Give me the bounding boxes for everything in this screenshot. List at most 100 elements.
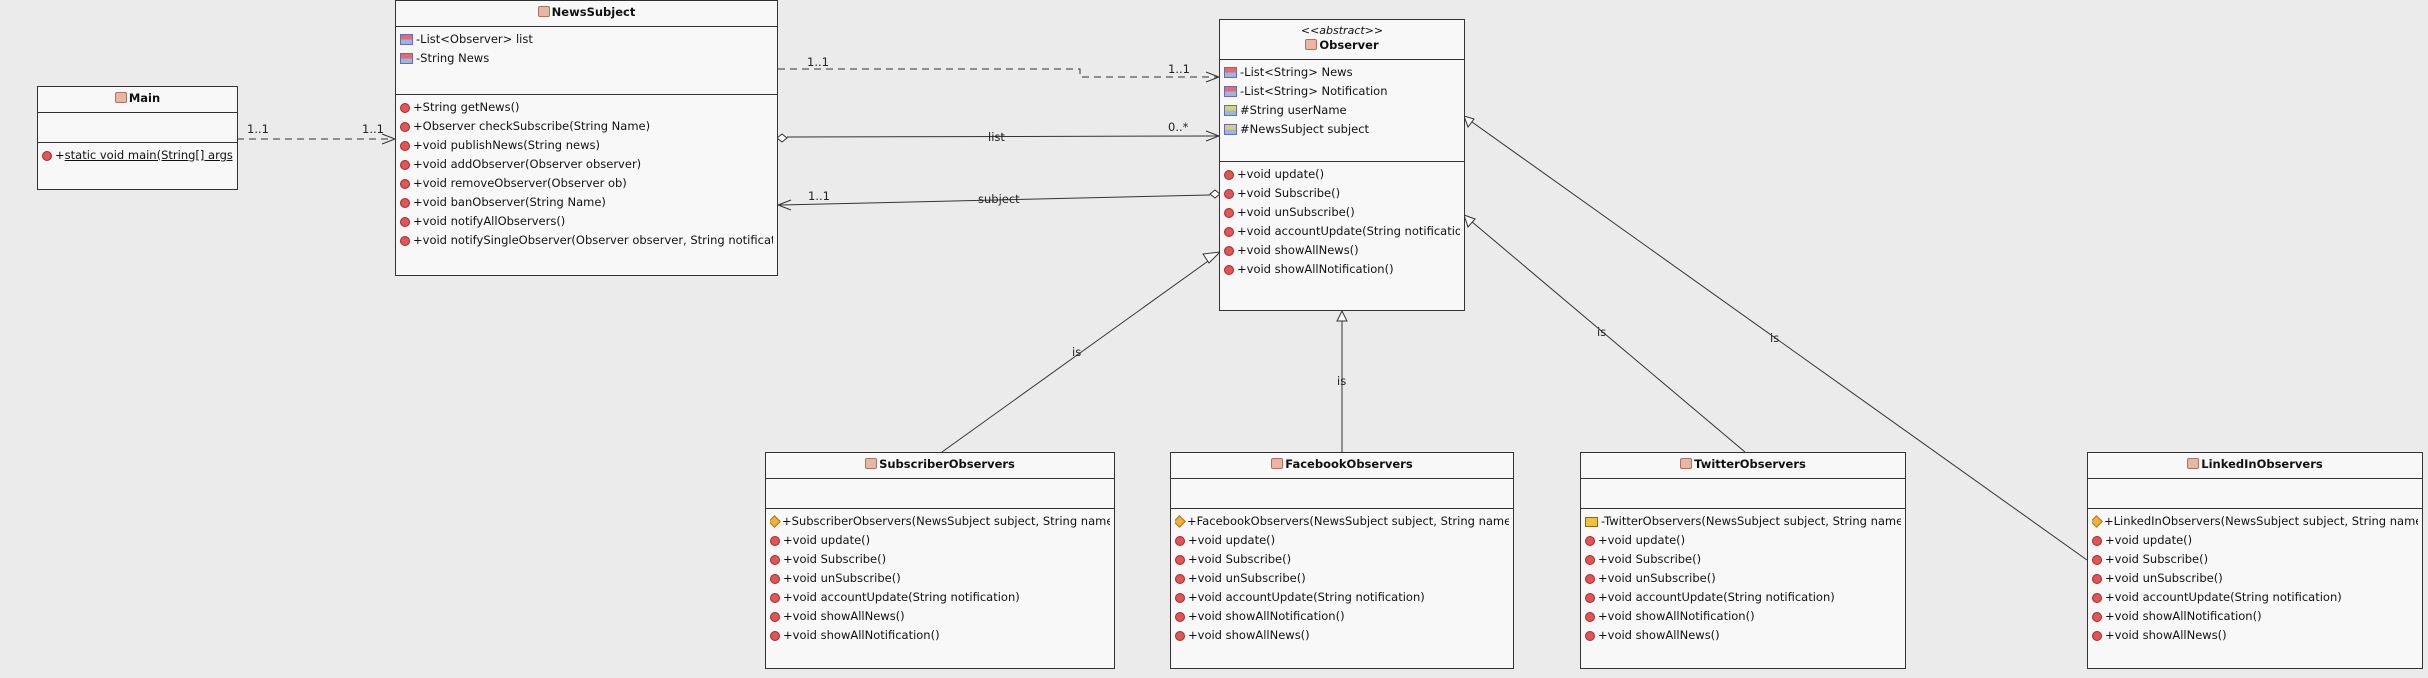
class-observer[interactable]: <<abstract>> Observer -List<String> News…	[1219, 19, 1465, 311]
attribute-row[interactable]: -String News	[400, 49, 773, 68]
operation-row[interactable]: +void notifySingleObserver(Observer obse…	[400, 231, 773, 250]
operation-row[interactable]: +void Subscribe()	[2092, 550, 2418, 569]
method-icon	[400, 216, 410, 227]
operation-row[interactable]: +void addObserver(Observer observer)	[400, 155, 773, 174]
operation-row[interactable]: +void accountUpdate(String notification)	[770, 588, 1110, 607]
constructor-row[interactable]: +FacebookObservers(NewsSubject subject, …	[1175, 512, 1509, 531]
method-icon	[1585, 535, 1595, 546]
class-header: NewsSubject	[396, 1, 777, 27]
operation-row[interactable]: +void update()	[770, 531, 1110, 550]
newssubject-observer-dependency[interactable]	[778, 68, 1221, 83]
operation-row[interactable]: +void showAllNotification()	[1175, 607, 1509, 626]
subject-association[interactable]	[776, 189, 1221, 211]
operation-row[interactable]: +void update()	[1175, 531, 1509, 550]
linkedin-generalization[interactable]	[1463, 115, 2088, 561]
class-name: Main	[128, 91, 161, 105]
operation-row[interactable]: +void showAllNews()	[1175, 626, 1509, 645]
operation-row[interactable]: +void Subscribe()	[1585, 550, 1901, 569]
operation-row[interactable]: +void publishNews(String news)	[400, 136, 773, 155]
attributes-compartment	[1171, 479, 1513, 509]
operation-row[interactable]: +void showAllNotification()	[770, 626, 1110, 645]
operation-row[interactable]: +void accountUpdate(String notification)	[1175, 588, 1509, 607]
constructor-row[interactable]: +LinkedInObservers(NewsSubject subject, …	[2092, 512, 2418, 531]
attributes-compartment: -List<String> News -List<String> Notific…	[1220, 60, 1464, 162]
operation-row[interactable]: +void notifyAllObservers()	[400, 212, 773, 231]
attribute-row[interactable]: -List<Observer> list	[400, 30, 773, 49]
field-icon	[400, 53, 413, 64]
operation-row[interactable]: +void showAllNews()	[2092, 626, 2418, 645]
field-icon	[400, 34, 413, 45]
constructor-row[interactable]: -TwitterObservers(NewsSubject subject, S…	[1585, 512, 1901, 531]
class-icon	[537, 6, 550, 17]
class-subscriberobservers[interactable]: SubscriberObservers +SubscriberObservers…	[765, 452, 1115, 669]
attribute-row[interactable]: #String userName	[1224, 101, 1460, 120]
class-newssubject[interactable]: NewsSubject -List<Observer> list -String…	[395, 0, 778, 276]
list-target-mult: 0..*	[1168, 120, 1189, 134]
operation-row[interactable]: +void unSubscribe()	[770, 569, 1110, 588]
attribute-row[interactable]: -List<String> News	[1224, 63, 1460, 82]
facebook-generalization[interactable]	[1336, 309, 1348, 452]
method-icon	[770, 535, 780, 546]
operation-row[interactable]: +void showAllNotification()	[1224, 260, 1460, 279]
operation-row[interactable]: +void showAllNotification()	[2092, 607, 2418, 626]
method-icon	[1585, 630, 1595, 641]
operation-row[interactable]: +void Subscribe()	[770, 550, 1110, 569]
operation-row[interactable]: +Observer checkSubscribe(String Name)	[400, 117, 773, 136]
method-icon	[400, 121, 410, 132]
operation-row[interactable]: +void update()	[1585, 531, 1901, 550]
operation-row[interactable]: +void unSubscribe()	[2092, 569, 2418, 588]
twitter-generalization[interactable]	[1463, 214, 1746, 453]
operation-row[interactable]: +void accountUpdate(String notification)	[1585, 588, 1901, 607]
operation-row[interactable]: +void accountUpdate(String notification)	[2092, 588, 2418, 607]
method-icon	[42, 150, 52, 161]
operation-row[interactable]: +void showAllNews()	[1585, 626, 1901, 645]
class-linkedinobservers[interactable]: LinkedInObservers +LinkedInObservers(New…	[2087, 452, 2423, 669]
operation-row[interactable]: +void Subscribe()	[1175, 550, 1509, 569]
subscriber-generalization[interactable]	[941, 251, 1222, 453]
constructor-icon	[2092, 515, 2103, 528]
protected-field-icon	[1224, 105, 1237, 116]
operation-row[interactable]: +void unSubscribe()	[1224, 203, 1460, 222]
method-icon	[400, 235, 410, 246]
class-header: Main	[38, 87, 237, 113]
operation-row[interactable]: +void removeObserver(Observer ob)	[400, 174, 773, 193]
method-icon	[1175, 630, 1185, 641]
class-name: Observer	[1319, 38, 1379, 52]
stereotype-label: <<abstract>>	[1300, 24, 1384, 37]
class-header: TwitterObservers	[1581, 453, 1905, 479]
method-icon	[2092, 611, 2102, 622]
method-icon	[1224, 207, 1234, 218]
operation-row[interactable]: +static void main(String[] args)	[42, 146, 233, 165]
operation-row[interactable]: +void accountUpdate(String notification)	[1224, 222, 1460, 241]
dep-source-mult: 1..1	[807, 55, 829, 69]
attributes-compartment	[1581, 479, 1905, 509]
operation-row[interactable]: +void update()	[1224, 165, 1460, 184]
class-header: SubscriberObservers	[766, 453, 1114, 479]
attribute-row[interactable]: #NewsSubject subject	[1224, 120, 1460, 139]
class-main[interactable]: Main +static void main(String[] args)	[37, 86, 238, 190]
class-twitterobservers[interactable]: TwitterObservers -TwitterObservers(NewsS…	[1580, 452, 1906, 669]
operation-row[interactable]: +void banObserver(String Name)	[400, 193, 773, 212]
class-facebookobservers[interactable]: FacebookObservers +FacebookObservers(New…	[1170, 452, 1514, 669]
method-icon	[2092, 630, 2102, 641]
attributes-compartment	[766, 479, 1114, 509]
operation-row[interactable]: +String getNews()	[400, 98, 773, 117]
operation-row[interactable]: +void showAllNews()	[1224, 241, 1460, 260]
constructor-row[interactable]: +SubscriberObservers(NewsSubject subject…	[770, 512, 1110, 531]
class-name: FacebookObservers	[1285, 457, 1413, 471]
operation-row[interactable]: +void unSubscribe()	[1585, 569, 1901, 588]
protected-field-icon	[1224, 124, 1237, 135]
attributes-compartment	[38, 113, 237, 143]
operation-row[interactable]: +void showAllNews()	[770, 607, 1110, 626]
list-association[interactable]	[776, 130, 1221, 143]
method-icon	[770, 611, 780, 622]
attribute-row[interactable]: -List<String> Notification	[1224, 82, 1460, 101]
linkedin-is-label: is	[1770, 331, 1779, 345]
method-icon	[1224, 245, 1234, 256]
operation-row[interactable]: +void unSubscribe()	[1175, 569, 1509, 588]
operation-row[interactable]: +void update()	[2092, 531, 2418, 550]
class-name: SubscriberObservers	[879, 457, 1015, 471]
operation-row[interactable]: +void showAllNotification()	[1585, 607, 1901, 626]
operation-row[interactable]: +void Subscribe()	[1224, 184, 1460, 203]
dep-target-mult: 1..1	[1168, 62, 1190, 76]
